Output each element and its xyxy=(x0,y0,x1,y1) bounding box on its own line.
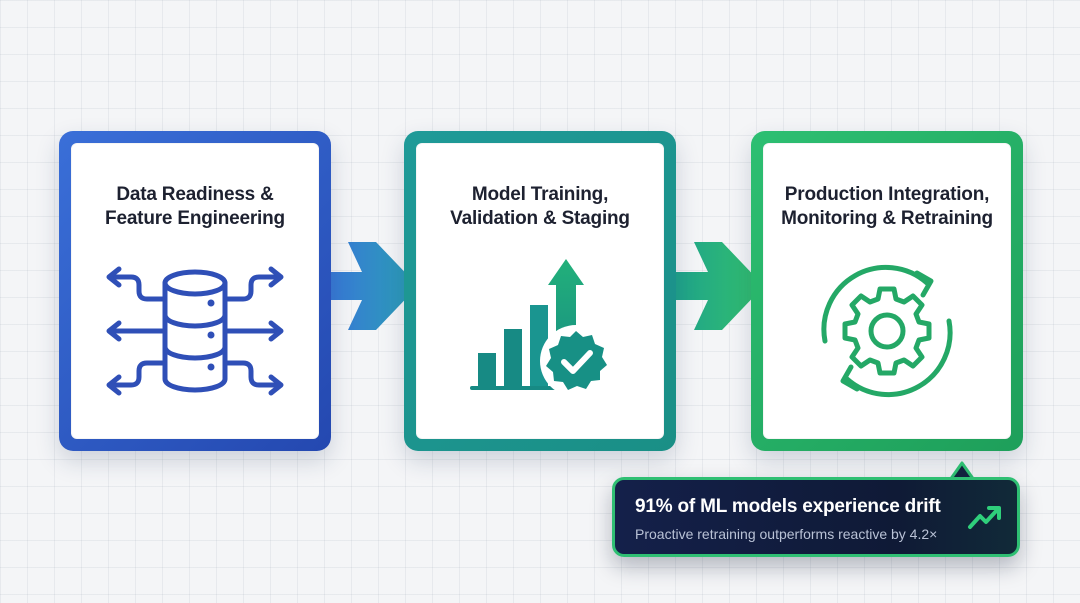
connector-arrow-2 xyxy=(664,242,764,330)
connector-arrow-1 xyxy=(318,242,418,330)
stage-title: Production Integration, Monitoring & Ret… xyxy=(763,183,1011,231)
stage-title-line-2: Monitoring & Retraining xyxy=(781,208,993,229)
stage-card-model-training: Model Training, Validation & Staging xyxy=(404,131,676,451)
callout-pointer xyxy=(948,461,976,481)
callout-subtext: Proactive retraining outperforms reactiv… xyxy=(635,526,938,542)
stage-title-line-2: Validation & Staging xyxy=(450,208,630,229)
stage-title-line-1: Production Integration, xyxy=(784,184,990,205)
gear-cycle-icon xyxy=(821,264,953,398)
stage-title-line-1: Model Training, xyxy=(471,184,609,205)
drift-callout: 91% of ML models experience drift Proact… xyxy=(612,477,1020,557)
database-arrows-icon xyxy=(106,266,284,396)
stage-title-line-1: Data Readiness & xyxy=(116,184,274,205)
trend-up-icon xyxy=(968,506,1001,529)
stage-title: Data Readiness & Feature Engineering xyxy=(71,183,319,231)
bar-chart-check-icon xyxy=(470,259,612,397)
stage-card-production: Production Integration, Monitoring & Ret… xyxy=(751,131,1023,451)
stage-title-line-2: Feature Engineering xyxy=(105,208,285,229)
stage-title: Model Training, Validation & Staging xyxy=(416,183,664,231)
callout-headline: 91% of ML models experience drift xyxy=(635,496,941,517)
stage-card-data-readiness: Data Readiness & Feature Engineering xyxy=(59,131,331,451)
stage-card-body: Data Readiness & Feature Engineering xyxy=(71,143,319,439)
stage-card-body: Production Integration, Monitoring & Ret… xyxy=(763,143,1011,439)
stage-card-body: Model Training, Validation & Staging xyxy=(416,143,664,439)
